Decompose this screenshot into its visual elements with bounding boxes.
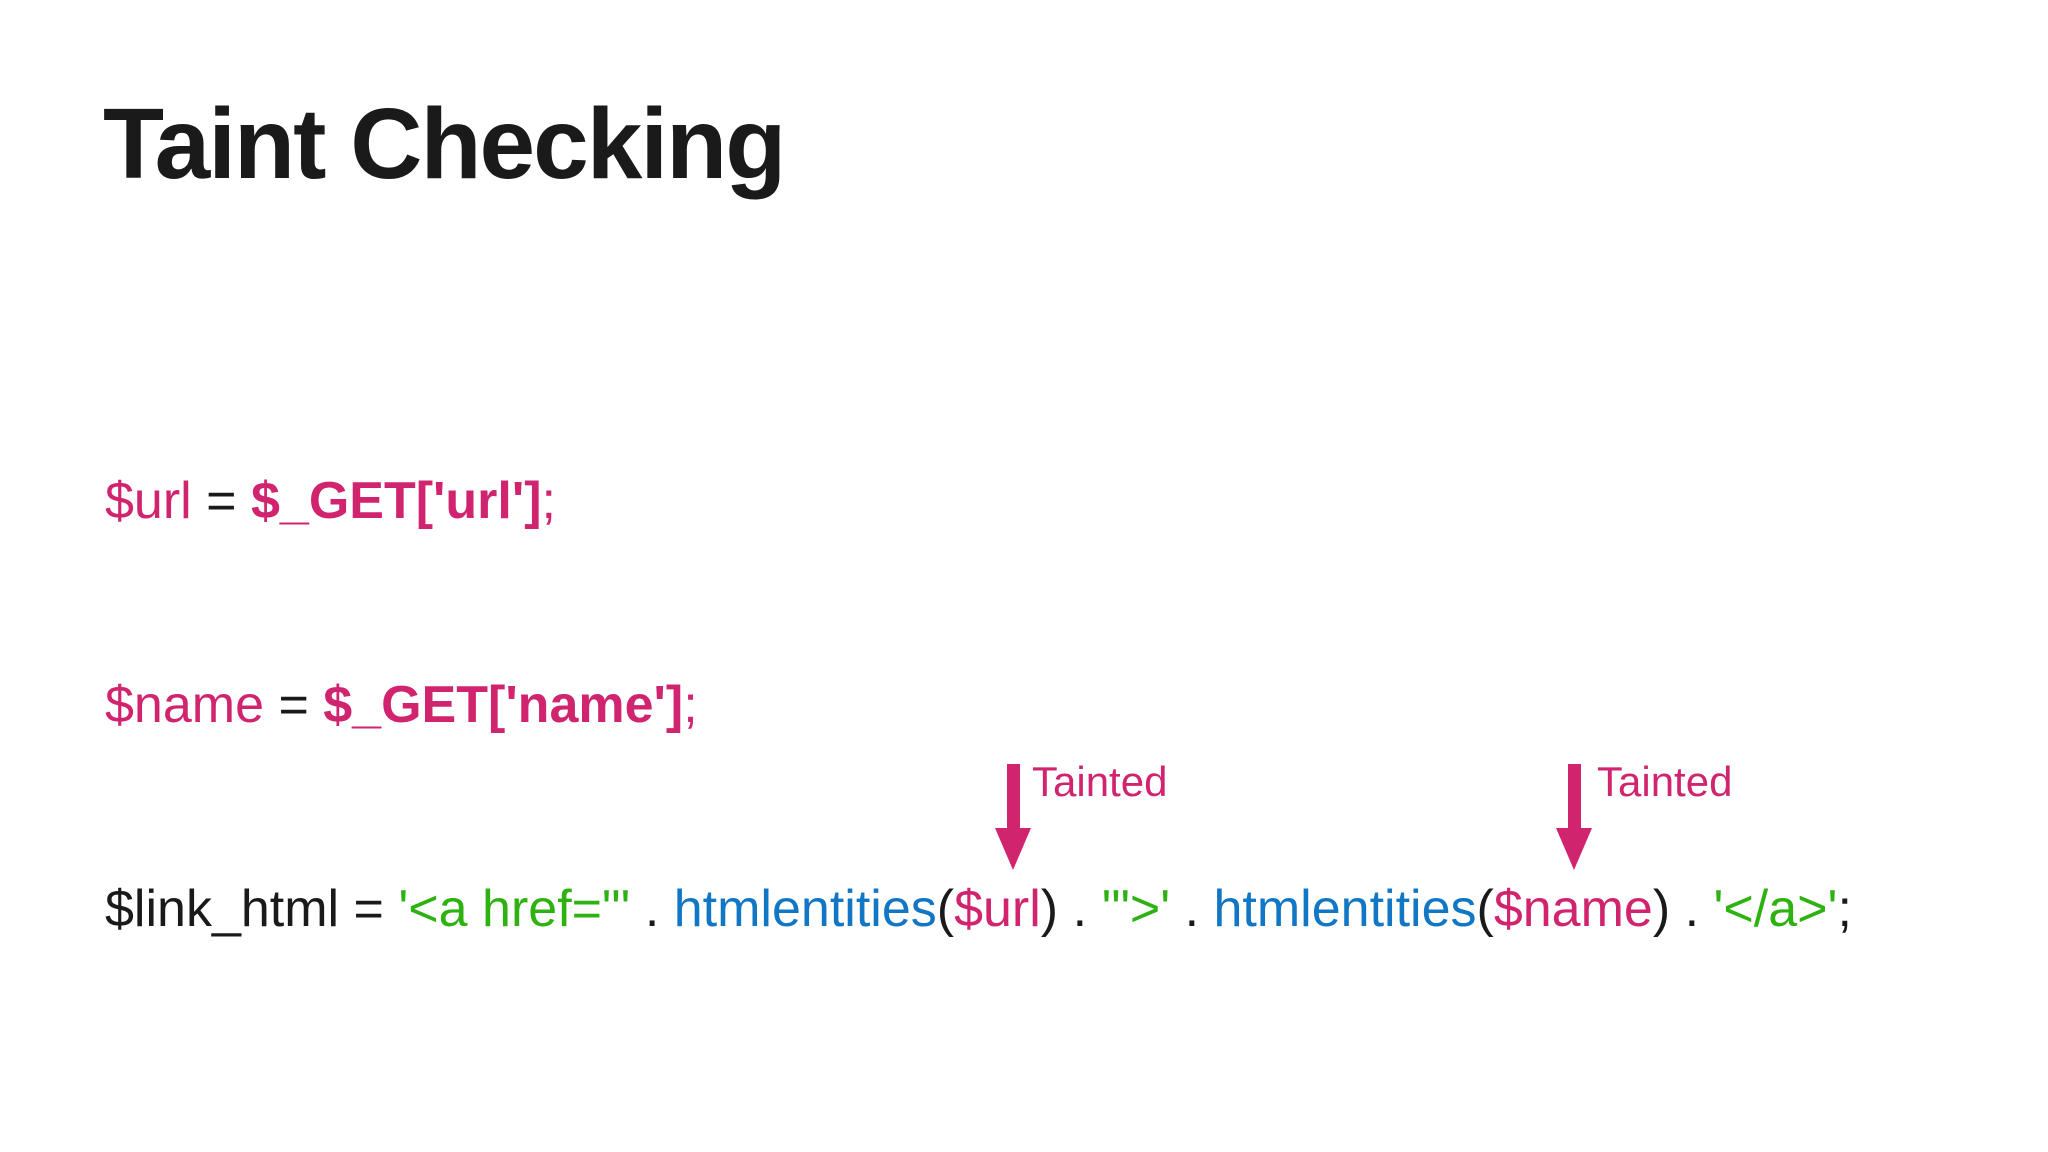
tainted-arrow-url-icon [995,764,1031,870]
code-token: $_GET['url'] [250,472,542,530]
code-token: $name [1493,880,1653,938]
code-token: . [1670,880,1714,938]
code-line-name-assignment: $name = $_GET['name']; [105,679,698,731]
code-token: $_GET['name'] [323,676,684,734]
code-token: ( [1476,880,1494,938]
code-token: ; [683,676,698,734]
code-token: . [630,880,674,938]
code-token: '<a href="' [398,880,631,938]
code-token: htmlentities [673,880,937,938]
code-token: '</a>' [1713,880,1838,938]
code-token: '">' [1101,880,1171,938]
tainted-label-name: Tainted [1597,758,1733,805]
code-token: $url [954,880,1041,938]
code-token: $url [105,472,192,530]
tainted-label-url: Tainted [1032,758,1168,805]
code-token: ) [1040,880,1059,938]
code-token: ) [1652,880,1671,938]
code-token: ( [936,880,955,938]
code-token: htmlentities [1213,880,1477,938]
code-token: $link_html = [105,880,399,938]
code-token: $name [105,676,264,734]
tainted-arrow-name-icon [1556,764,1592,870]
code-token: . [1058,880,1102,938]
arrow-shaft [1567,764,1581,830]
arrow-head [995,828,1031,870]
code-token: ; [541,472,556,530]
code-token: ; [1837,880,1852,938]
arrow-shaft [1006,764,1020,830]
code-token: = [264,676,324,734]
code-line-link-html-assignment: $link_html = '<a href="' . htmlentities(… [105,883,1852,935]
arrow-head [1556,828,1592,870]
code-token: = [191,472,251,530]
code-token: . [1170,880,1214,938]
slide-title: Taint Checking [103,88,786,200]
code-line-url-assignment: $url = $_GET['url']; [105,475,556,527]
